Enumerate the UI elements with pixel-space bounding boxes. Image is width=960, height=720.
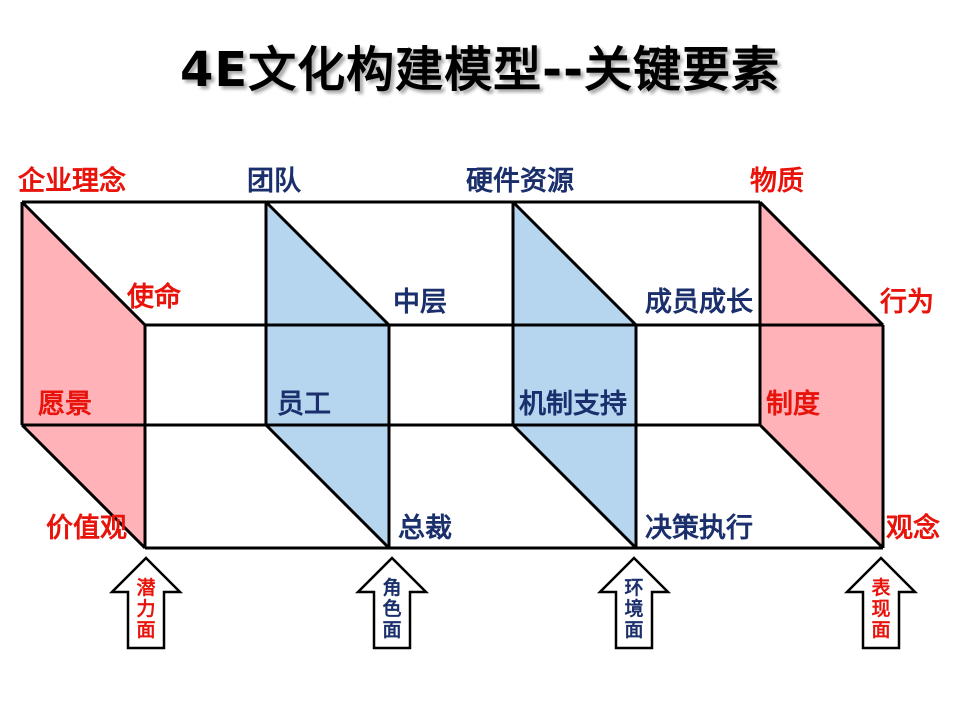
diagonal-bottom-1 bbox=[20, 423, 147, 550]
arrow-up-icon-2 bbox=[354, 556, 430, 650]
label-president: 总裁 bbox=[398, 513, 452, 544]
diagonal-bottom-2 bbox=[264, 423, 391, 550]
plane-role bbox=[266, 202, 389, 548]
label-member-growth: 成员成长 bbox=[645, 287, 753, 318]
diagonal-bottom-4 bbox=[758, 423, 885, 550]
arrow-label-performance-text: 表现面 bbox=[871, 577, 891, 641]
diagonal-top-2 bbox=[264, 200, 391, 327]
label-values: 价值观 bbox=[46, 513, 127, 544]
arrow-label-environment-text: 环境面 bbox=[624, 577, 644, 641]
diagonal-top-4 bbox=[758, 200, 885, 327]
slide-title: 4E文化构建模型--关键要素 bbox=[179, 42, 781, 98]
arrow-up-icon-4 bbox=[843, 556, 919, 650]
label-concept: 观念 bbox=[886, 513, 940, 544]
arrow-label-environment: 环境面 bbox=[619, 578, 649, 641]
label-vision: 愿景 bbox=[38, 389, 92, 420]
plane-environment bbox=[513, 202, 636, 548]
label-employee: 员工 bbox=[277, 389, 331, 420]
label-mechanism-support: 机制支持 bbox=[519, 389, 627, 420]
diagonal-top-3 bbox=[511, 200, 638, 327]
label-team: 团队 bbox=[247, 166, 301, 197]
arrow-up-icon-3 bbox=[596, 556, 672, 650]
arrow-label-role-text: 角色面 bbox=[382, 577, 402, 641]
arrow-label-potential-text: 潜力面 bbox=[136, 577, 156, 641]
diagonal-bottom-3 bbox=[511, 423, 638, 550]
label-corporate-philosophy: 企业理念 bbox=[18, 166, 126, 197]
label-hardware-resources: 硬件资源 bbox=[466, 166, 574, 197]
diagonal-top-1 bbox=[20, 200, 147, 327]
label-behavior: 行为 bbox=[880, 287, 934, 318]
arrow-up-icon-1 bbox=[108, 556, 184, 650]
label-decision-execution: 决策执行 bbox=[645, 513, 753, 544]
label-mission: 使命 bbox=[127, 282, 181, 313]
label-system: 制度 bbox=[766, 389, 820, 420]
plane-performance bbox=[760, 202, 883, 548]
arrow-label-performance: 表现面 bbox=[866, 578, 896, 641]
arrow-label-potential: 潜力面 bbox=[131, 578, 161, 641]
plane-potential bbox=[22, 202, 145, 548]
label-middle-management: 中层 bbox=[393, 287, 447, 318]
label-material: 物质 bbox=[750, 166, 804, 197]
arrow-label-role: 角色面 bbox=[377, 578, 407, 641]
